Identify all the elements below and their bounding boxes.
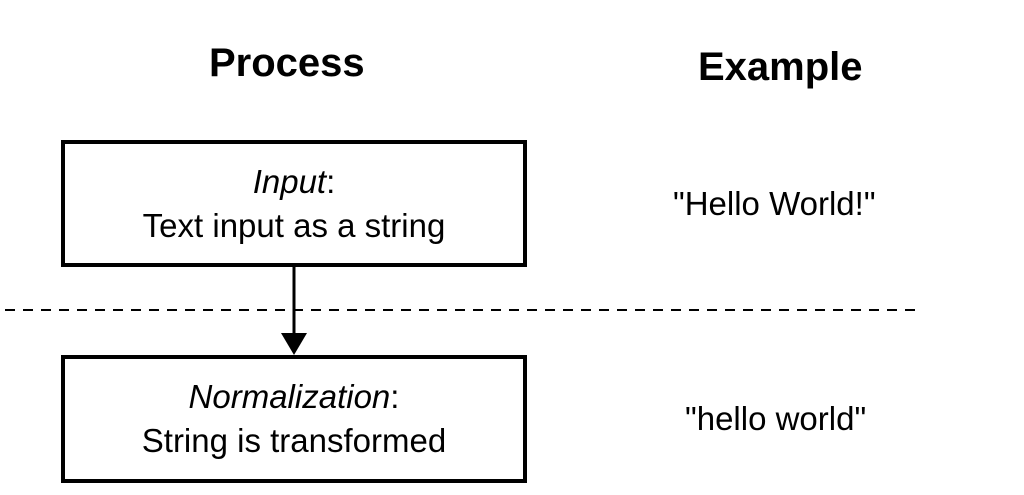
process-column-header: Process bbox=[209, 41, 365, 85]
normalization-step-title: Normalization: bbox=[189, 375, 400, 419]
input-step-box: Input: Text input as a string bbox=[61, 140, 527, 267]
input-step-title: Input: bbox=[253, 160, 336, 204]
example-column-header: Example bbox=[698, 45, 863, 89]
normalization-step-colon: : bbox=[390, 378, 400, 415]
normalization-step-box: Normalization: String is transformed bbox=[61, 355, 527, 483]
input-example-text: "Hello World!" bbox=[673, 185, 876, 222]
input-step-colon: : bbox=[326, 162, 336, 200]
normalization-step-name: Normalization bbox=[188, 378, 391, 415]
flow-arrowhead bbox=[281, 333, 307, 355]
input-step-description: Text input as a string bbox=[142, 206, 446, 244]
normalization-example-text: "hello world" bbox=[685, 400, 867, 437]
input-step-name: Input bbox=[252, 162, 327, 200]
normalization-step-description: String is transformed bbox=[141, 422, 447, 459]
